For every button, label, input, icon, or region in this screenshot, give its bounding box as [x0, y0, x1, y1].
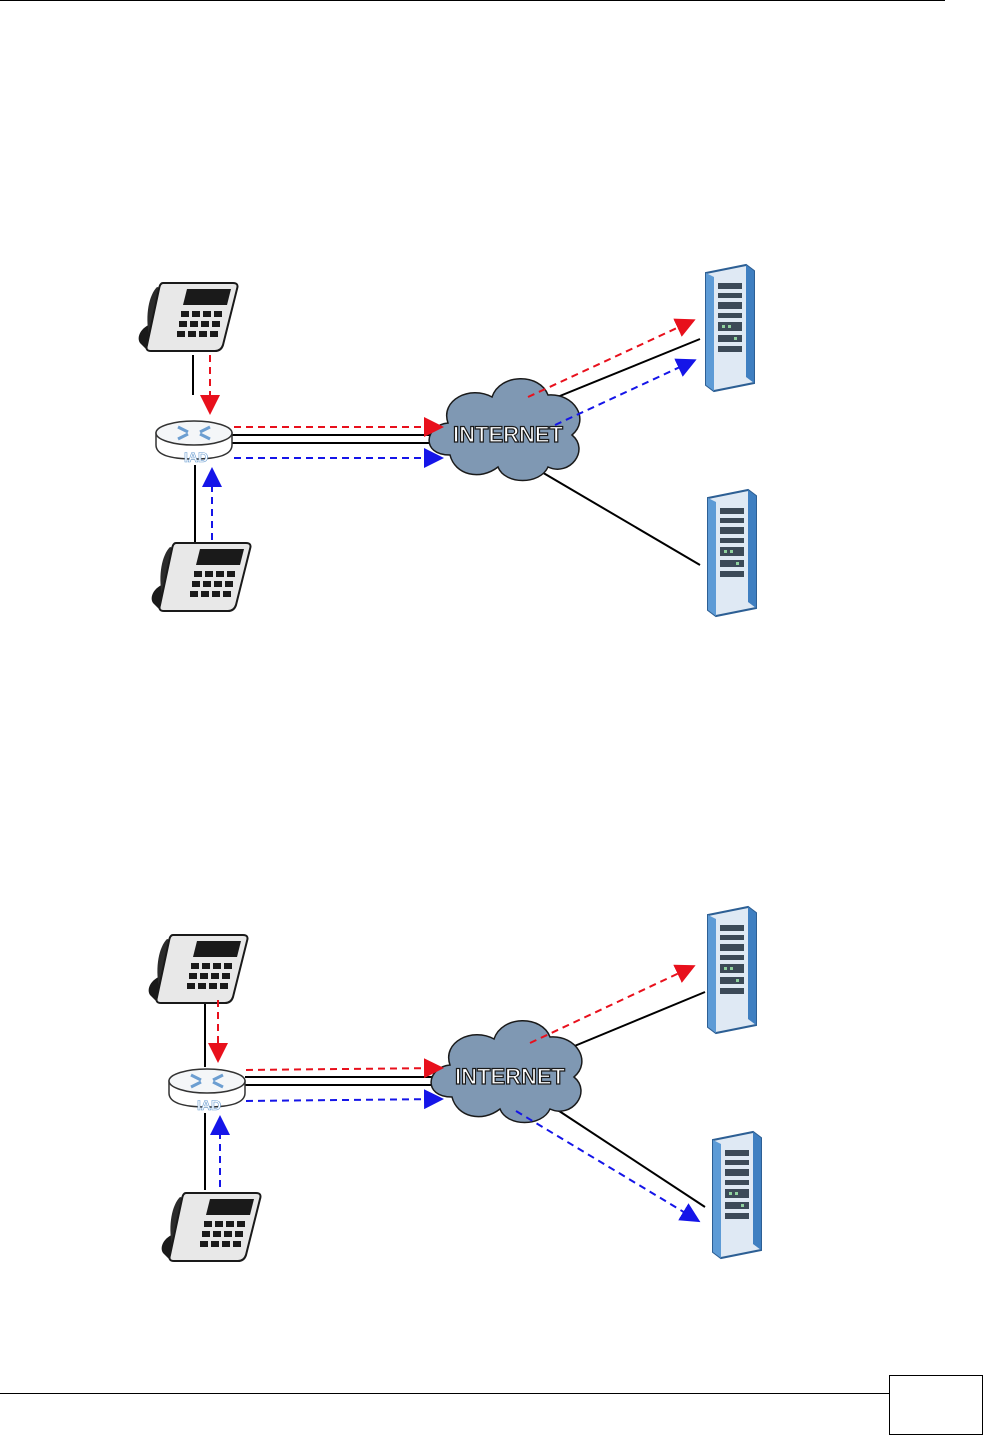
link-internet-server-bottom [540, 471, 700, 565]
phone-icon [139, 283, 238, 351]
flow-router-to-internet-blue [246, 1099, 440, 1101]
diagram-1-svg: IAD INTERNET [0, 255, 987, 635]
link-internet-server-top [560, 992, 705, 1052]
diagram-2-svg: IAD INTERNET [0, 895, 987, 1275]
router-label: IAD [184, 449, 208, 465]
server-icon [708, 490, 756, 616]
phone-icon [149, 935, 248, 1003]
link-internet-server-top [550, 339, 700, 400]
link-internet-server-bottom [550, 1105, 705, 1207]
server-icon [713, 1132, 761, 1258]
header-rule [0, 0, 945, 1]
flow-internet-to-server-bottom-blue [516, 1111, 697, 1220]
phone-icon [152, 543, 251, 611]
cloud-label: INTERNET [453, 422, 564, 447]
flow-internet-to-server-top-red [528, 321, 692, 397]
server-icon [706, 265, 754, 391]
cloud-label: INTERNET [455, 1064, 566, 1089]
footer-rule [0, 1393, 890, 1394]
server-icon [708, 907, 756, 1033]
router-label: IAD [197, 1097, 221, 1113]
page-number-box [889, 1375, 983, 1435]
flow-router-to-internet-red [246, 1068, 440, 1070]
voip-diagram-2: IAD INTERNET [0, 895, 987, 1280]
voip-diagram-1: IAD INTERNET [0, 255, 987, 640]
phone-icon [162, 1193, 261, 1261]
